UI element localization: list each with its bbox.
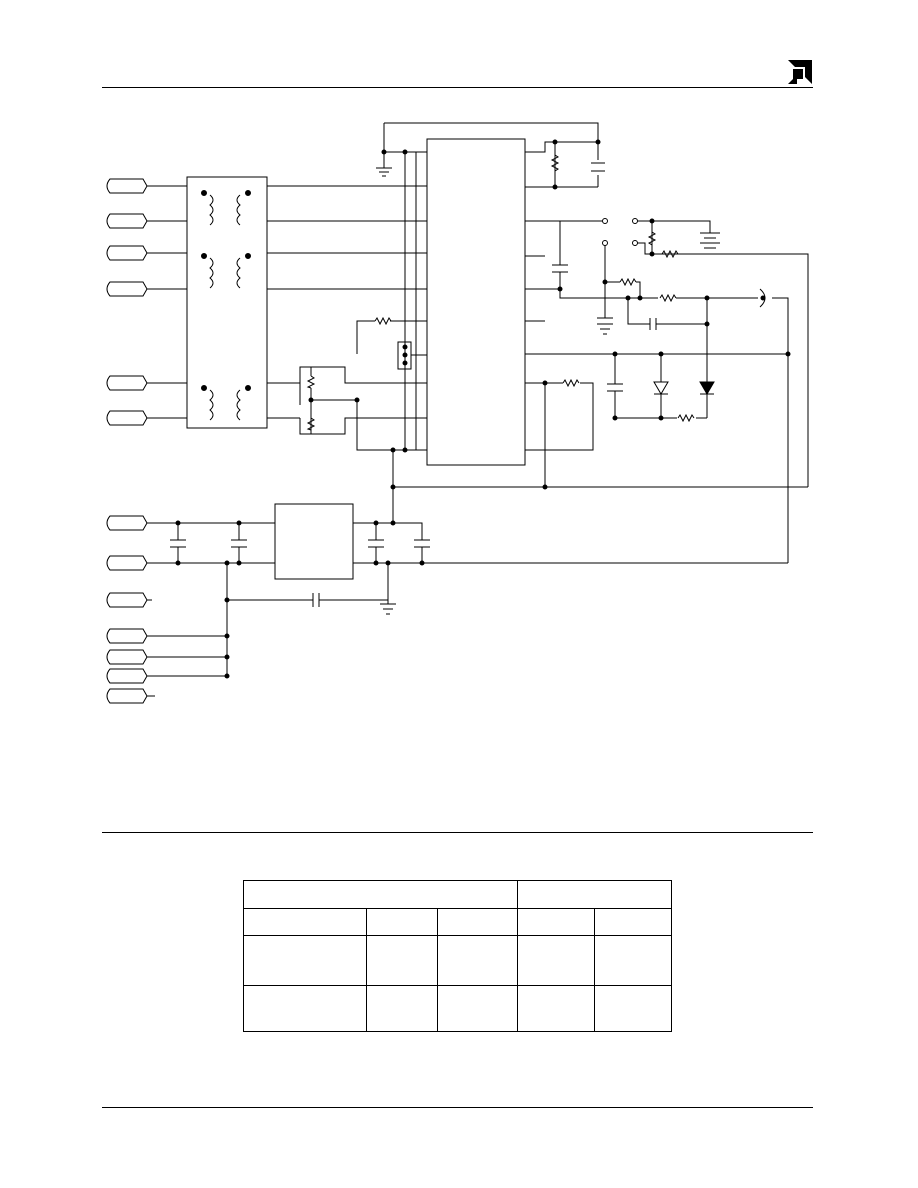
diode-icon — [699, 381, 715, 395]
table-cell — [594, 908, 672, 936]
resistor-icon — [562, 378, 580, 388]
table-cell — [517, 935, 595, 986]
table-cell — [437, 908, 518, 936]
bottom-rule — [102, 1107, 813, 1108]
terminal-icon — [106, 668, 227, 684]
resistor-icon — [619, 277, 637, 287]
regulator-ic — [274, 503, 354, 580]
table-cell — [243, 908, 367, 936]
specification-table — [243, 880, 672, 1032]
circuit-schematic — [106, 122, 809, 704]
ground-icon — [376, 167, 392, 177]
transformer-module — [186, 176, 268, 429]
terminal-icon — [106, 515, 275, 531]
resistor-icon — [677, 413, 695, 423]
table-cell — [366, 908, 438, 936]
terminal-icon — [106, 178, 187, 194]
led-socket-icon — [759, 288, 789, 563]
table-subheader-row — [243, 908, 672, 936]
capacitor-icon — [591, 162, 605, 172]
capacitor-icon — [231, 523, 247, 563]
capacitor-icon — [312, 593, 320, 607]
terminal-icon — [106, 410, 187, 426]
capacitor-icon — [414, 539, 430, 563]
terminal-icon — [106, 628, 227, 644]
table-cell — [517, 985, 595, 1032]
capacitor-icon — [649, 318, 657, 330]
terminal-icon — [106, 649, 227, 665]
table-cell — [243, 985, 367, 1032]
resistor-icon — [647, 231, 657, 246]
terminal-icon — [106, 592, 152, 608]
battery-icon — [700, 232, 720, 249]
resistor-icon — [550, 154, 560, 172]
terminal-icon — [106, 281, 187, 297]
resistor-icon — [306, 375, 316, 389]
resistor-icon — [659, 293, 677, 303]
table-cell — [517, 908, 595, 936]
amd-arrow-logo-icon — [788, 60, 812, 84]
transformer-coil-icon — [201, 385, 251, 421]
table-cell — [437, 985, 518, 1032]
table-row — [243, 985, 672, 1032]
middle-rule — [102, 832, 813, 833]
connector-terminals — [106, 178, 275, 704]
transformer-coil-icon — [201, 190, 251, 226]
table-cell — [437, 935, 518, 986]
terminal-icon — [106, 375, 187, 391]
table-header-cell — [243, 880, 518, 909]
ground-icon — [597, 317, 613, 335]
terminal-icon — [106, 555, 275, 571]
terminal-icon — [106, 688, 155, 704]
resistor-icon — [306, 417, 316, 431]
table-row — [243, 935, 672, 986]
ground-icon — [380, 603, 396, 615]
terminal-icon — [106, 213, 187, 229]
table-cell — [594, 935, 672, 986]
top-rule — [102, 87, 813, 88]
table-cell — [243, 935, 367, 986]
transformer-coil-icon — [201, 253, 251, 289]
jumper-icon — [397, 341, 412, 370]
resistor-icon — [374, 316, 392, 326]
resistor-icon — [661, 249, 679, 259]
terminal-icon — [106, 245, 187, 261]
capacitor-icon — [170, 523, 186, 563]
table-header-row — [243, 880, 672, 909]
table-cell — [594, 985, 672, 1032]
main-ic-chip — [426, 138, 526, 466]
table-cell — [366, 985, 438, 1032]
capacitor-icon — [368, 523, 384, 563]
table-cell — [366, 935, 438, 986]
table-header-cell — [517, 880, 672, 909]
